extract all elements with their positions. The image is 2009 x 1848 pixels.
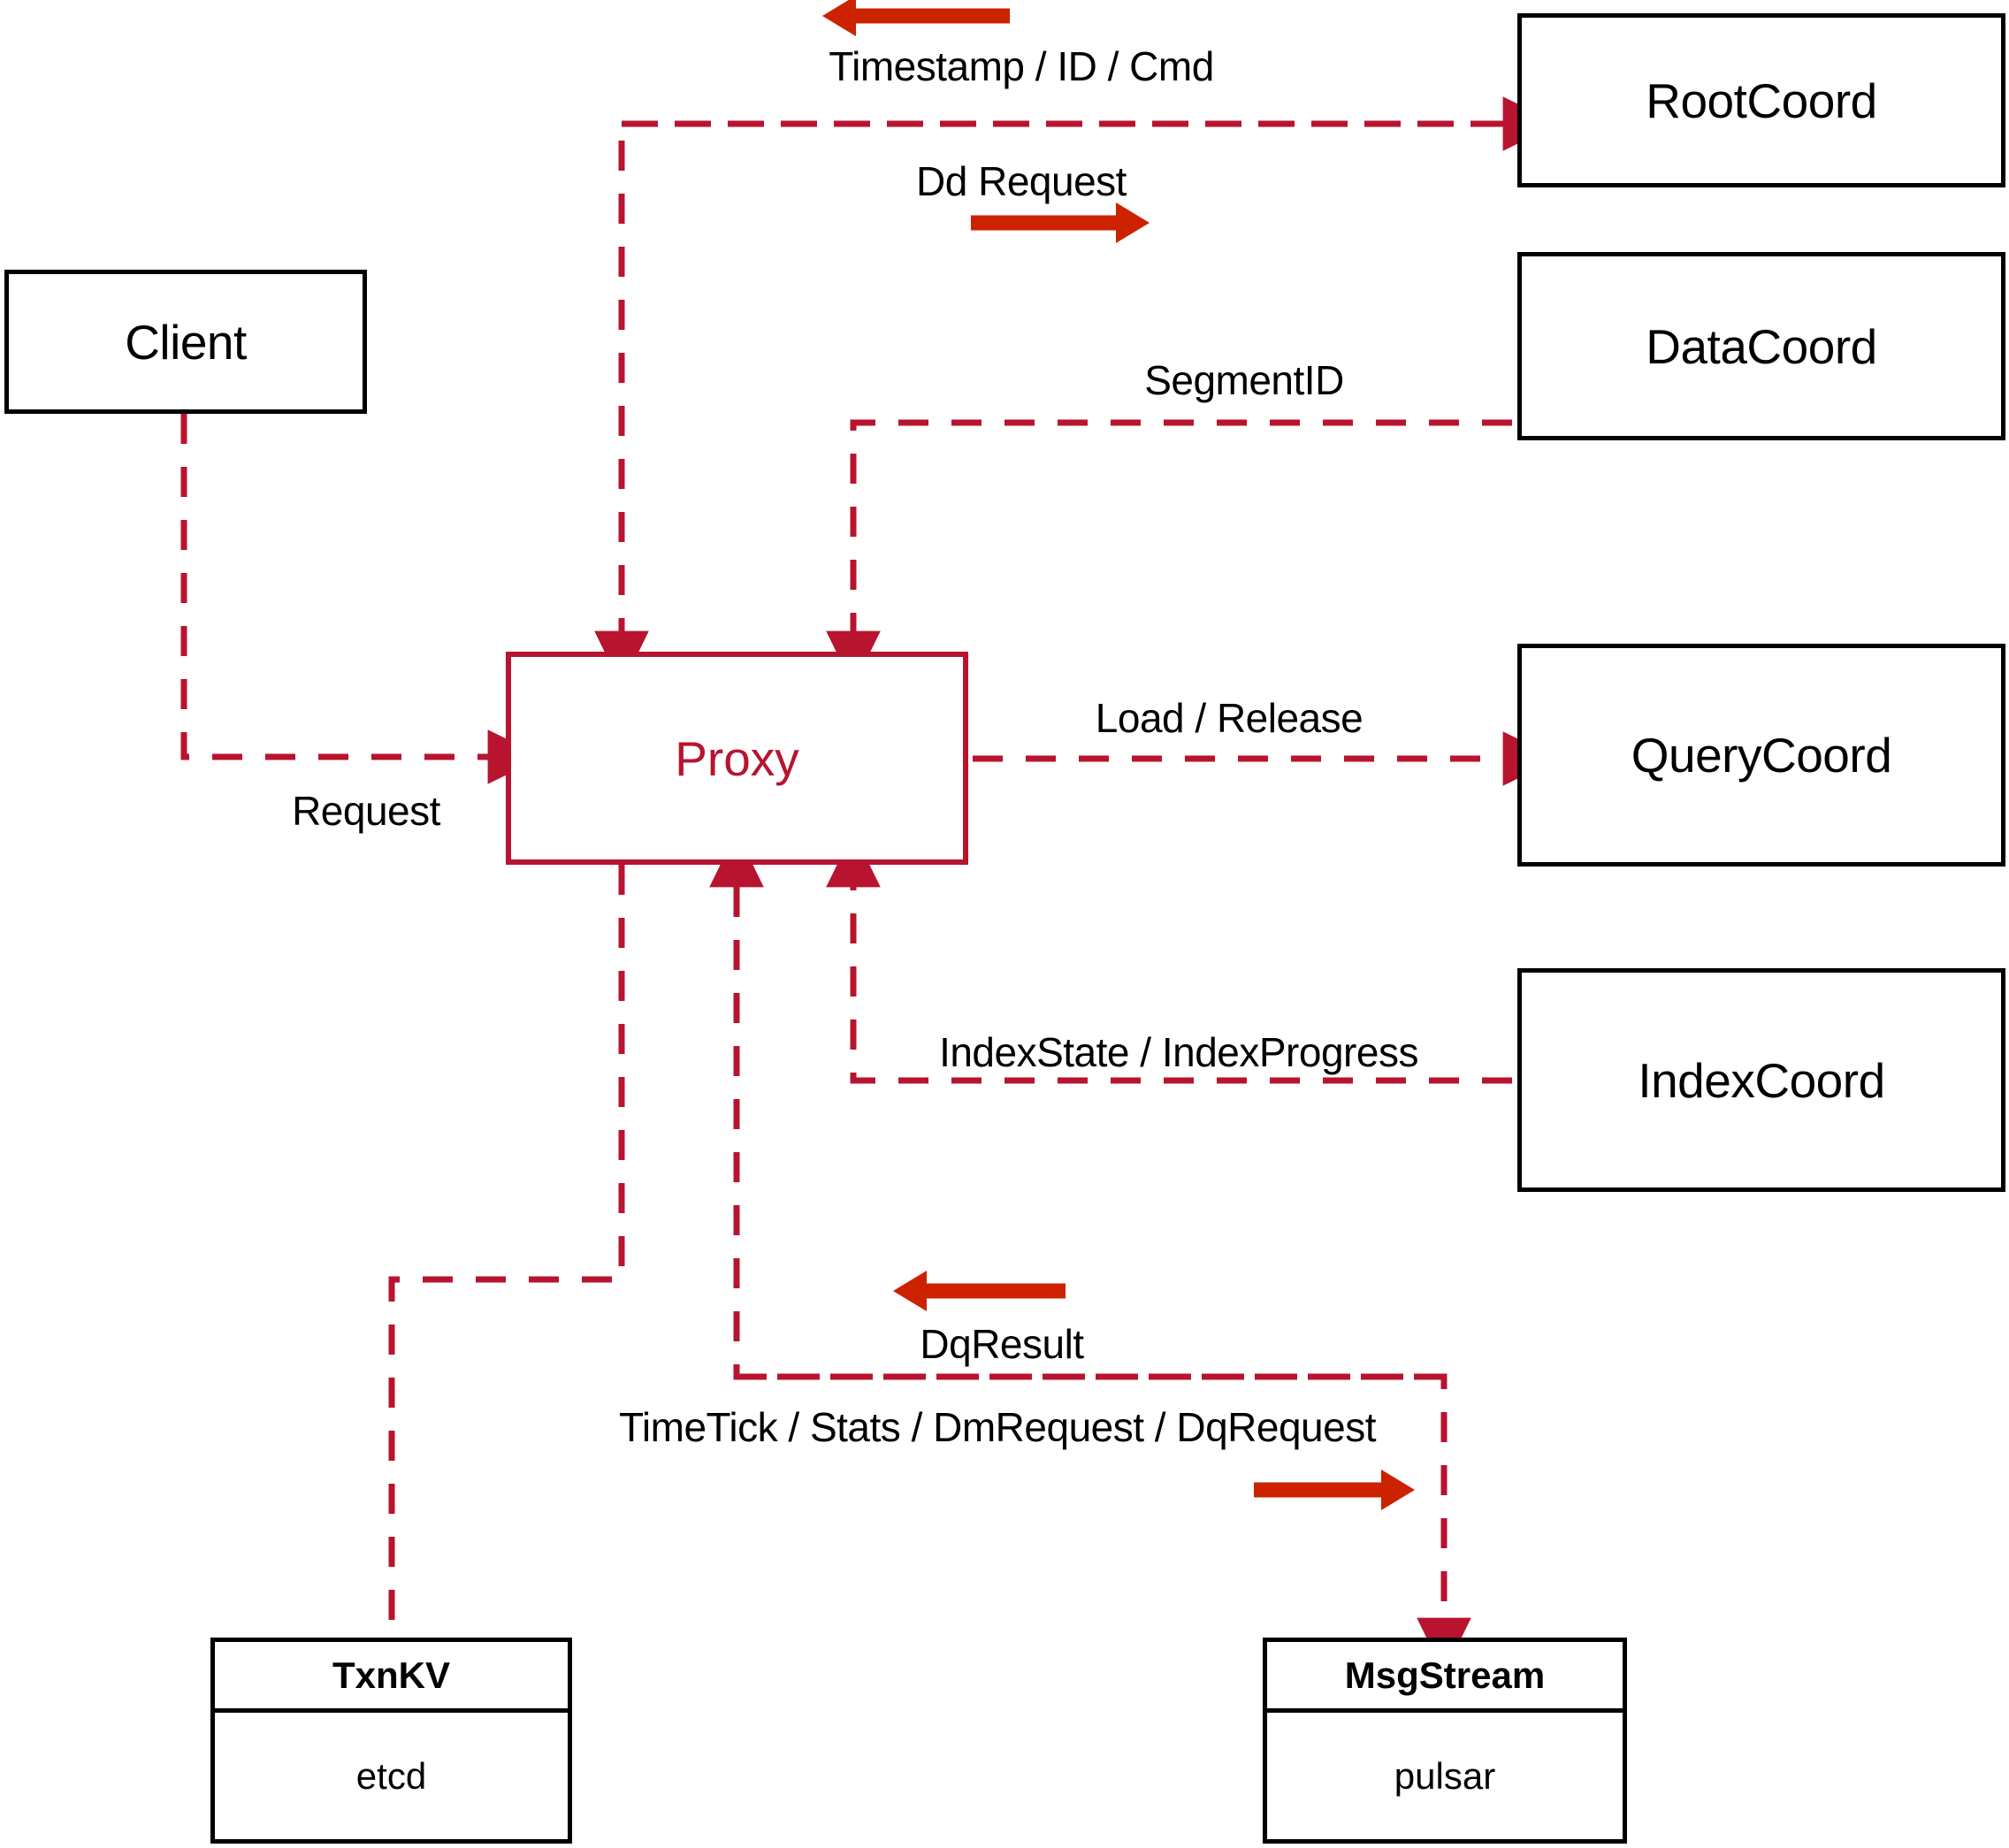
node-msgstream-header-label: MsgStream <box>1344 1653 1546 1696</box>
edge-label-index-state: IndexState / IndexProgress <box>939 1029 1418 1075</box>
edge-label-dq-result: DqResult <box>920 1321 1084 1367</box>
edge-client-request <box>180 414 544 784</box>
direction-arrow-dd-request <box>971 202 1150 243</box>
direction-arrow-dqresult <box>893 1271 1066 1311</box>
node-msgstream-body: pulsar <box>1267 1713 1623 1839</box>
edge-label-msgstream-request: TimeTick / Stats / DmRequest / DqRequest <box>619 1404 1376 1450</box>
edge-dq-result <box>709 831 1444 1380</box>
edge-index-state <box>826 831 1512 1084</box>
node-querycoord[interactable]: QueryCoord <box>1517 644 2005 867</box>
edge-label-segment-id: SegmentID <box>1144 357 1344 403</box>
node-querycoord-label: QueryCoord <box>1631 728 1892 783</box>
node-datacoord[interactable]: DataCoord <box>1517 252 2005 440</box>
edge-label-timestamp-id-cmd: Timestamp / ID / Cmd <box>829 43 1214 89</box>
edge-label-request: Request <box>292 788 440 834</box>
node-client[interactable]: Client <box>4 270 367 414</box>
edge-segment-id <box>826 419 1512 687</box>
edge-msgstream-request <box>737 1373 1471 1674</box>
node-txnkv-body-label: etcd <box>355 1754 427 1797</box>
node-datacoord-label: DataCoord <box>1646 318 1877 374</box>
node-txnkv-header: TxnKV <box>215 1642 568 1713</box>
node-proxy-label: Proxy <box>675 730 799 786</box>
node-msgstream-header: MsgStream <box>1267 1642 1623 1713</box>
node-rootcoord-label: RootCoord <box>1646 73 1877 128</box>
direction-arrow-timetick <box>1254 1470 1415 1510</box>
node-txnkv-body: etcd <box>215 1713 568 1839</box>
node-txnkv-header-label: TxnKV <box>332 1653 450 1696</box>
direction-arrow-timestamp <box>822 0 1010 36</box>
node-indexcoord[interactable]: IndexCoord <box>1517 968 2005 1192</box>
node-proxy[interactable]: Proxy <box>506 652 968 865</box>
node-msgstream[interactable]: MsgStream pulsar <box>1263 1638 1627 1844</box>
node-txnkv[interactable]: TxnKV etcd <box>210 1638 572 1844</box>
node-rootcoord[interactable]: RootCoord <box>1517 13 2005 187</box>
edge-label-dd-request: Dd Request <box>916 158 1127 204</box>
node-indexcoord-label: IndexCoord <box>1638 1052 1885 1108</box>
edge-proxy-txnkv <box>388 865 625 1638</box>
node-client-label: Client <box>125 314 247 370</box>
edge-label-load-release: Load / Release <box>1095 695 1364 741</box>
node-msgstream-body-label: pulsar <box>1394 1754 1496 1797</box>
